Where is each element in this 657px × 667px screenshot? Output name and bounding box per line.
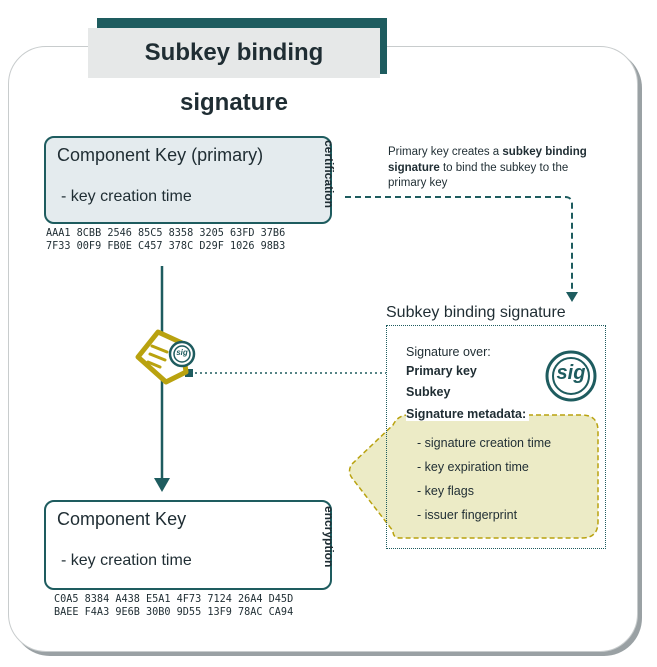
signature-title: Subkey binding signature: [386, 304, 566, 321]
subkey-fingerprint-line2: BAEE F4A3 9E6B 30B0 9D55 13F9 78AC CA94: [54, 607, 294, 618]
derivation-arrowhead: [154, 478, 170, 492]
signature-seal-text: sig: [556, 362, 586, 384]
page-title: Subkey binding signature: [88, 28, 380, 116]
connector-node: [185, 369, 193, 377]
signature-metadata-label: Signature metadata:: [406, 407, 530, 421]
subkey-title: Component Key: [57, 509, 187, 529]
primary-key-title: Component Key (primary): [57, 145, 264, 165]
binding-arrowhead: [566, 292, 578, 302]
signature-over-label: Signature over:: [406, 345, 491, 359]
binding-description: Primary key creates a subkey binding sig…: [388, 145, 608, 192]
metadata-item: - key flags: [417, 484, 474, 498]
metadata-callout: [348, 414, 599, 539]
subkey-box: [44, 500, 332, 590]
primary-key-creation-time: - key creation time: [61, 188, 192, 205]
metadata-item: - key expiration time: [417, 460, 529, 474]
metadata-item: - issuer fingerprint: [417, 508, 518, 522]
primary-key-box: [44, 136, 332, 224]
binding-arrow: [345, 196, 573, 292]
signature-box: [386, 325, 606, 549]
signature-tag-icon: [135, 329, 196, 385]
metadata-item: - signature creation time: [417, 436, 552, 450]
tag-seal-text: sig: [176, 348, 188, 357]
signature-item-primary: Primary key: [406, 364, 477, 378]
signature-item-subkey: Subkey: [406, 385, 451, 399]
description-bold: subkey binding signature: [388, 146, 587, 174]
primary-key-fingerprint-line2: 7F33 00F9 FB0E C457 378C D29F 1026 98B3: [46, 241, 286, 252]
signature-seal-icon: [545, 350, 597, 402]
subkey-creation-time: - key creation time: [61, 552, 192, 569]
subkey-role: encryption: [322, 506, 336, 568]
primary-key-role: certification: [322, 140, 336, 209]
description-text-2: to bind the subkey to the primary key: [388, 161, 569, 190]
description-text-1: Primary key creates a: [388, 146, 503, 158]
subkey-fingerprint-line1: C0A5 8384 A438 E5A1 4F73 7124 26A4 D45D: [54, 594, 294, 605]
primary-key-fingerprint-line1: AAA1 8CBB 2546 85C5 8358 3205 63FD 37B6: [46, 228, 286, 239]
